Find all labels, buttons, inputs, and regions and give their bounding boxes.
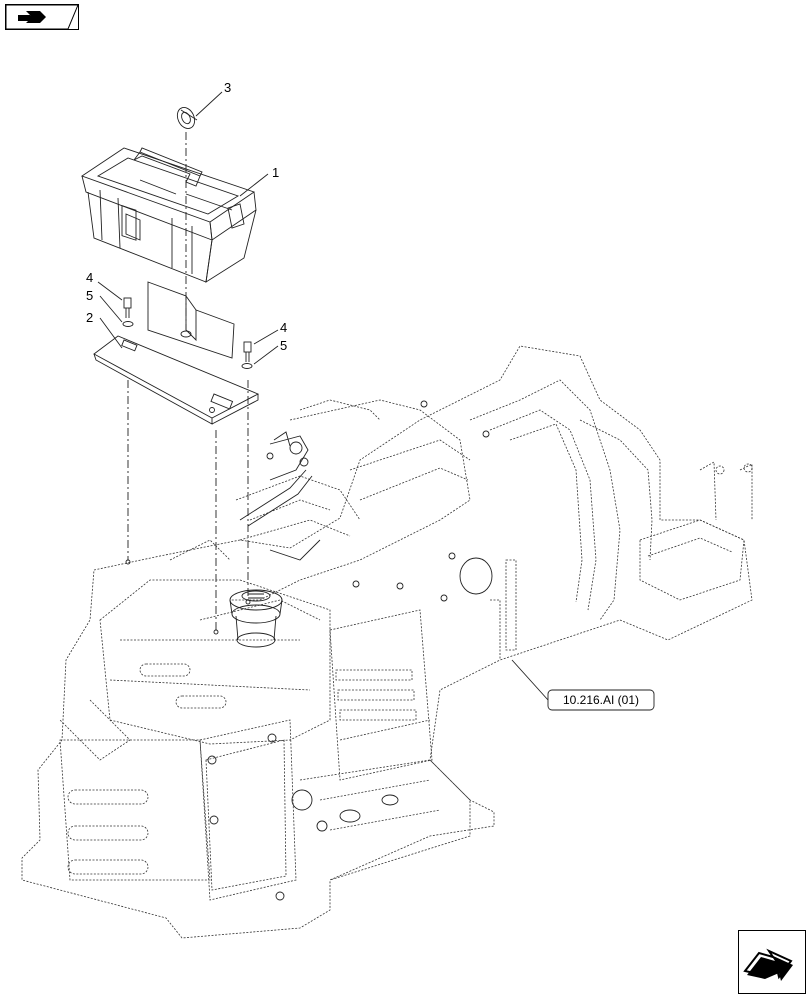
- leader-4-right: [253, 329, 279, 345]
- next-page-arrow-icon: [743, 948, 793, 981]
- leader-5-right: [253, 345, 279, 365]
- leader-2: [99, 317, 123, 349]
- reference-label[interactable]: 10.216.AI (01): [563, 693, 639, 707]
- bolt-4-right: [243, 341, 252, 362]
- callout-1: 1: [272, 165, 279, 180]
- leader-1: [239, 173, 269, 197]
- callout-3: 3: [224, 80, 231, 95]
- chassis-solid-details: [125, 400, 493, 901]
- bracket-upright: [147, 281, 235, 359]
- previous-page-button[interactable]: [5, 4, 79, 30]
- reference-box[interactable]: [547, 689, 655, 711]
- leader-reference: [511, 659, 549, 701]
- next-page-button[interactable]: [738, 930, 806, 994]
- part-1-tool-box: [81, 147, 257, 283]
- chassis-assembly: [21, 345, 753, 939]
- part-3-pin: [176, 107, 198, 129]
- leader-4-left: [97, 281, 123, 301]
- callout-5-right: 5: [280, 338, 287, 353]
- callout-2: 2: [86, 310, 93, 325]
- leader-3: [195, 91, 223, 117]
- callout-4-left: 4: [86, 270, 93, 285]
- callout-5-left: 5: [86, 288, 93, 303]
- bolt-4-left: [123, 297, 132, 318]
- washer-5-right: [241, 363, 253, 369]
- previous-page-arrow-icon: [5, 4, 79, 30]
- part-2-plate: [93, 335, 260, 425]
- washer-5-left: [122, 321, 134, 327]
- leader-5-left: [99, 295, 123, 323]
- callout-4-right: 4: [280, 320, 287, 335]
